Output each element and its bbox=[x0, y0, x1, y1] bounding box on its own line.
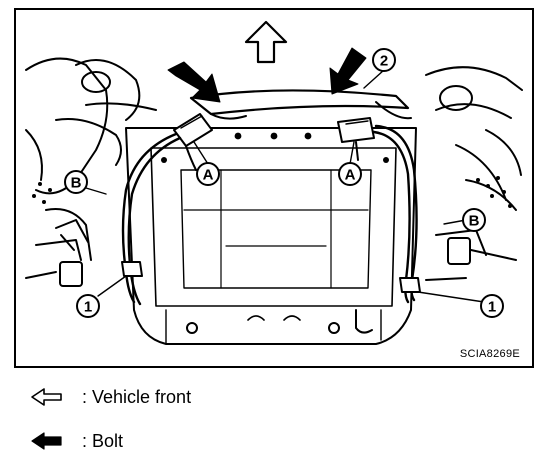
harness-wires bbox=[121, 124, 418, 306]
connector-right bbox=[337, 117, 375, 161]
legend-bolt: : Bolt bbox=[30, 426, 123, 456]
bolt-arrow-right-icon bbox=[329, 47, 367, 95]
callout-a-left-label: A bbox=[203, 167, 214, 184]
callout-1-left bbox=[76, 294, 100, 318]
callout-a-right-label: A bbox=[345, 167, 356, 184]
outline-arrow-left-icon bbox=[31, 388, 62, 406]
clip-right bbox=[399, 277, 421, 293]
callout-circles bbox=[64, 48, 504, 318]
callout-b-left-label: B bbox=[71, 175, 82, 192]
bolt-arrow-left-icon bbox=[167, 61, 221, 103]
engine-harness-diagram: A A 2 1 1 B B SCIA8269E bbox=[14, 8, 534, 368]
callout-leaders bbox=[85, 69, 485, 303]
callout-2-label: 2 bbox=[380, 53, 388, 70]
callout-a-right bbox=[338, 162, 362, 186]
legend-vehicle-front-label: : Vehicle front bbox=[82, 386, 192, 407]
clip-left bbox=[121, 261, 143, 277]
legend-vehicle-front: : Vehicle front bbox=[30, 382, 191, 412]
callout-2 bbox=[372, 48, 396, 72]
right-engine-structure bbox=[32, 66, 523, 281]
vehicle-front-arrow-icon bbox=[244, 20, 288, 64]
callout-1-right bbox=[480, 294, 504, 318]
connector-left bbox=[173, 113, 213, 171]
harness-bar bbox=[189, 89, 412, 120]
oil-pan bbox=[125, 127, 417, 345]
diagram-drawing: A A 2 1 1 B B bbox=[25, 20, 523, 345]
callout-1-right-label: 1 bbox=[488, 299, 496, 316]
rivet-dots bbox=[476, 176, 512, 208]
left-engine-structure bbox=[25, 57, 157, 287]
left-rivet-dots bbox=[32, 182, 52, 204]
callout-b-left bbox=[64, 170, 88, 194]
solid-arrow-left-icon bbox=[31, 432, 62, 450]
callout-b-right-label: B bbox=[469, 213, 480, 230]
callout-1-left-label: 1 bbox=[84, 299, 92, 316]
figure-reference-code: SCIA8269E bbox=[459, 348, 520, 360]
callout-b-right bbox=[462, 208, 486, 232]
callout-a-left bbox=[196, 162, 220, 186]
legend-bolt-label: : Bolt bbox=[82, 430, 124, 451]
